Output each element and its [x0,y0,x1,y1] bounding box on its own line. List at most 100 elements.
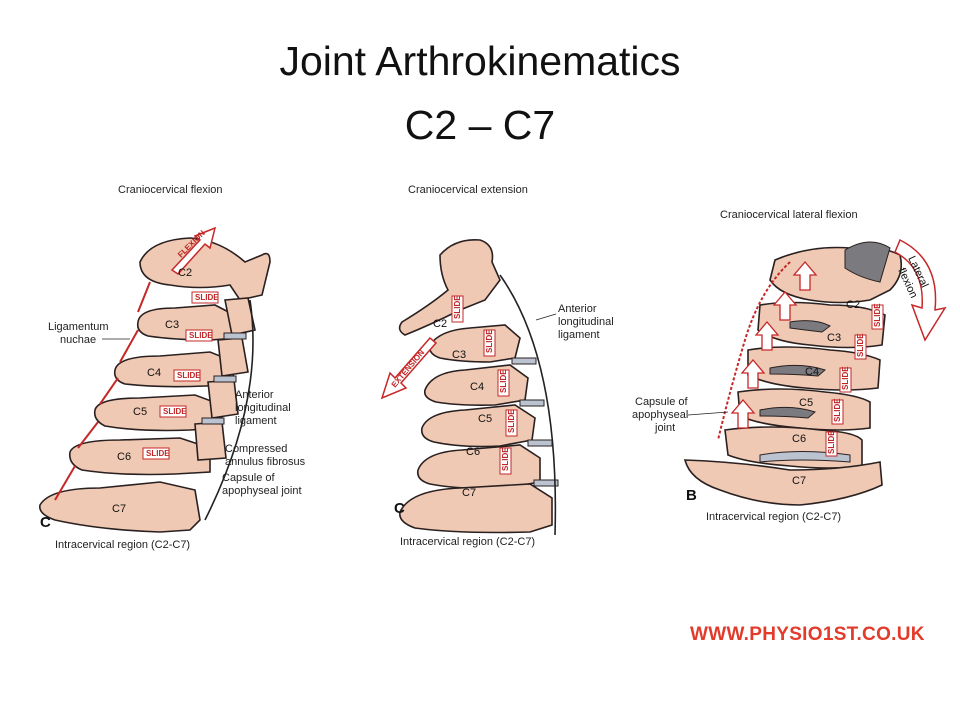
lateral-up-arrow-icon [754,320,780,351]
lateral-up-arrow-icon [792,260,818,291]
extension-slide-box [505,409,518,437]
flexion-body-3 [217,337,249,377]
lateral-panel: Craniocervical lateral flexion Lateral f… [632,209,947,523]
lateral-vertebra-label: C7 [792,475,806,487]
flexion-red-arrow [119,329,139,363]
flexion-vertebra-labels: C2 C3 C4 C5 C6 C7 [112,267,192,515]
flexion-disc [201,417,225,425]
extension-slide-label: SLIDE [453,295,462,319]
flexion-slide-box [173,369,201,382]
extension-vertebra-label: C3 [452,349,466,361]
flexion-slide-label: SLIDE [195,293,219,302]
extension-vertebra-label: C6 [466,446,480,458]
extension-vertebra-label: C2 [433,318,447,330]
lateral-leader-line [687,411,729,416]
extension-slide-label: SLIDE [507,409,516,433]
lateral-up-arrow-icon [740,358,766,389]
flexion-vertebra-label: C3 [165,319,179,331]
extension-disc [511,357,537,365]
flexion-label-anterior: Anterior [235,389,274,401]
flexion-annotations: Ligamentum nuchae Anterior longitudinal … [40,321,306,551]
flexion-disc [213,375,237,383]
flexion-slide-markers: SLIDE SLIDE SLIDE SLIDE SLIDE [142,291,219,460]
extension-disc [527,439,553,447]
flexion-slide-label: SLIDE [163,407,187,416]
flexion-heading: Craniocervical flexion [118,184,223,196]
flexion-slide-label: SLIDE [146,449,170,458]
lateral-vertebra-label: C4 [805,366,819,378]
flexion-footer: Intracervical region (C2-C7) [55,539,190,551]
lateral-label-joint: joint [654,422,675,434]
flexion-label-compressed: Compressed [225,443,287,455]
extension-slide-box [451,295,464,323]
flexion-c2-bone [139,237,271,301]
flexion-slide-label: SLIDE [177,371,201,380]
flexion-anterior-ligament-line [204,299,254,521]
flexion-c6-bone [68,437,211,476]
lateral-dark-region [759,406,817,419]
flexion-nuchae-arrows [54,281,151,501]
lateral-dark-region [789,320,831,333]
flexion-label-annulus: annulus fibrosus [225,456,306,468]
flexion-c7-bone [39,481,201,533]
extension-disc [519,399,545,407]
lateral-slide-label: SLIDE [856,333,865,357]
lateral-slide-box [854,334,867,360]
lateral-panel-letter: B [686,487,697,504]
flexion-red-arrow [99,377,119,405]
flexion-slide-box [142,447,170,460]
flexion-body-5 [194,421,227,461]
flexion-vertebra-label: C6 [117,451,131,463]
lateral-label-capsule: Capsule of [635,396,689,408]
lateral-up-arrow-icon [772,290,798,321]
lateral-slide-label: SLIDE [873,303,882,327]
flexion-red-arrow [54,465,76,501]
extension-vertebra-label: C7 [462,487,476,499]
extension-heading: Craniocervical extension [408,184,528,196]
extension-motion-label: EXTENSION [390,348,427,389]
lateral-capsule-line [717,261,791,441]
flexion-body-2 [224,297,256,336]
flexion-slide-box [191,291,219,304]
flexion-label-longitudinal: longitudinal [235,402,291,414]
flexion-slide-box [185,329,213,342]
extension-footer: Intracervical region (C2-C7) [400,536,535,548]
extension-slide-label: SLIDE [499,369,508,393]
flexion-vertebra-label: C5 [133,406,147,418]
extension-slide-label: SLIDE [501,447,510,471]
lateral-dark-region [844,241,891,283]
extension-panel-letter: C [394,500,405,517]
flexion-panel: Craniocervical flexion [39,184,306,551]
extension-annotations: Anterior longitudinal ligament C Intrace… [394,303,614,548]
lateral-slide-box [831,399,844,425]
flexion-label-nuchae: nuchae [60,334,96,346]
extension-slide-box [483,329,496,357]
flexion-label-ligamentum: Ligamentum [48,321,109,333]
lateral-slide-label: SLIDE [841,366,850,390]
flexion-label-capsule: Capsule of [222,472,276,484]
extension-anterior-ligament-line [499,274,557,536]
extension-label-anterior: Anterior [558,303,597,315]
lateral-motion-arrow: Lateral flexion [894,238,947,342]
extension-label-longitudinal: longitudinal [558,316,614,328]
lateral-annotations: Capsule of apophyseal joint B Intracervi… [632,396,841,523]
lateral-label-apophyseal: apophyseal [632,409,688,421]
flexion-slide-box [159,405,187,418]
extension-disc [533,479,559,487]
lateral-c7-bone [683,459,883,506]
flexion-vertebra-label: C2 [178,267,192,279]
extension-slide-markers: SLIDE SLIDE SLIDE SLIDE SLIDE [451,295,518,475]
website-watermark[interactable]: WWW.PHYSIO1ST.CO.UK [690,624,925,645]
flexion-vertebrae [39,237,271,533]
extension-slide-box [499,447,512,475]
flexion-red-arrow [77,421,99,449]
extension-c2-bone [398,238,501,336]
extension-arrow-icon [380,336,438,400]
lateral-vertebra-label: C6 [792,433,806,445]
flexion-label-ligament: ligament [235,415,277,427]
extension-vertebra-label: C5 [478,413,492,425]
extension-vertebra-labels: C2 C3 C4 C5 C6 C7 [433,318,492,499]
slide-title: Joint Arthrokinematics [279,38,681,84]
flexion-c5-bone [93,394,223,432]
